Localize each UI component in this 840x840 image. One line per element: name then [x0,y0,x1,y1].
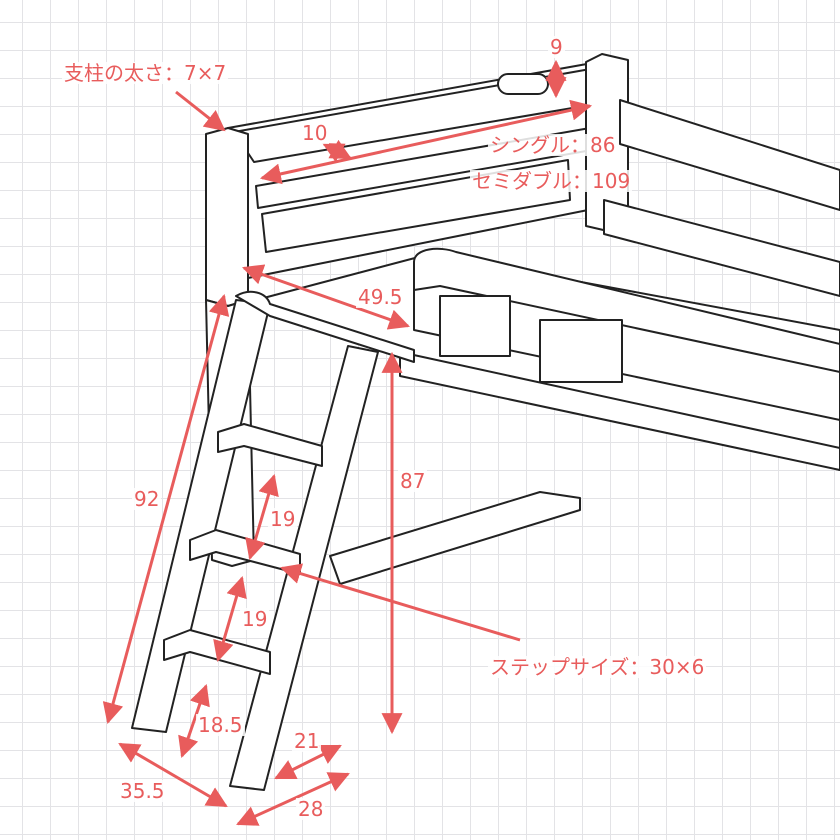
step-size-label: ステップサイズ：30×6 [488,655,707,679]
width-front-dimension [236,772,350,826]
ladder-depth-dimension [242,264,410,330]
width-back-dimension [118,742,228,808]
step-gap-lower-dimension [213,575,247,663]
floor-rail [329,491,581,585]
width-back-label: 35.5 [118,779,167,803]
ladder-depth-label: 49.5 [356,285,405,309]
guard-slat-1 [439,295,511,357]
left-post [205,127,249,307]
length-semidouble-label: セミダブル：109 [470,169,633,193]
ladder-height-label: 92 [132,487,162,511]
ladder-height-dimension [102,293,230,725]
post-size-leader [175,90,226,132]
step-gap-upper-dimension [245,473,279,561]
rail-height-label: 9 [548,35,565,59]
side-guard-lower [603,199,840,297]
post-size-label: 支柱の太さ：7×7 [62,61,229,85]
foot-height-label: 18.5 [196,713,245,737]
headboard-handle-slot [497,73,549,95]
side-guard-upper [619,99,840,211]
front-guard-top [413,247,840,373]
guard-slat-2 [539,319,623,383]
length-single-label: シングル：86 [488,133,618,157]
step-gap-lower-label: 19 [240,607,270,631]
rail-gap-label: 10 [300,121,330,145]
step-size-leader [279,563,521,642]
width-front-label: 28 [296,797,326,821]
step-width-label: 21 [292,729,322,753]
step-gap-upper-label: 19 [268,507,298,531]
bed-height-label: 87 [398,469,428,493]
length-dimension [259,99,593,185]
